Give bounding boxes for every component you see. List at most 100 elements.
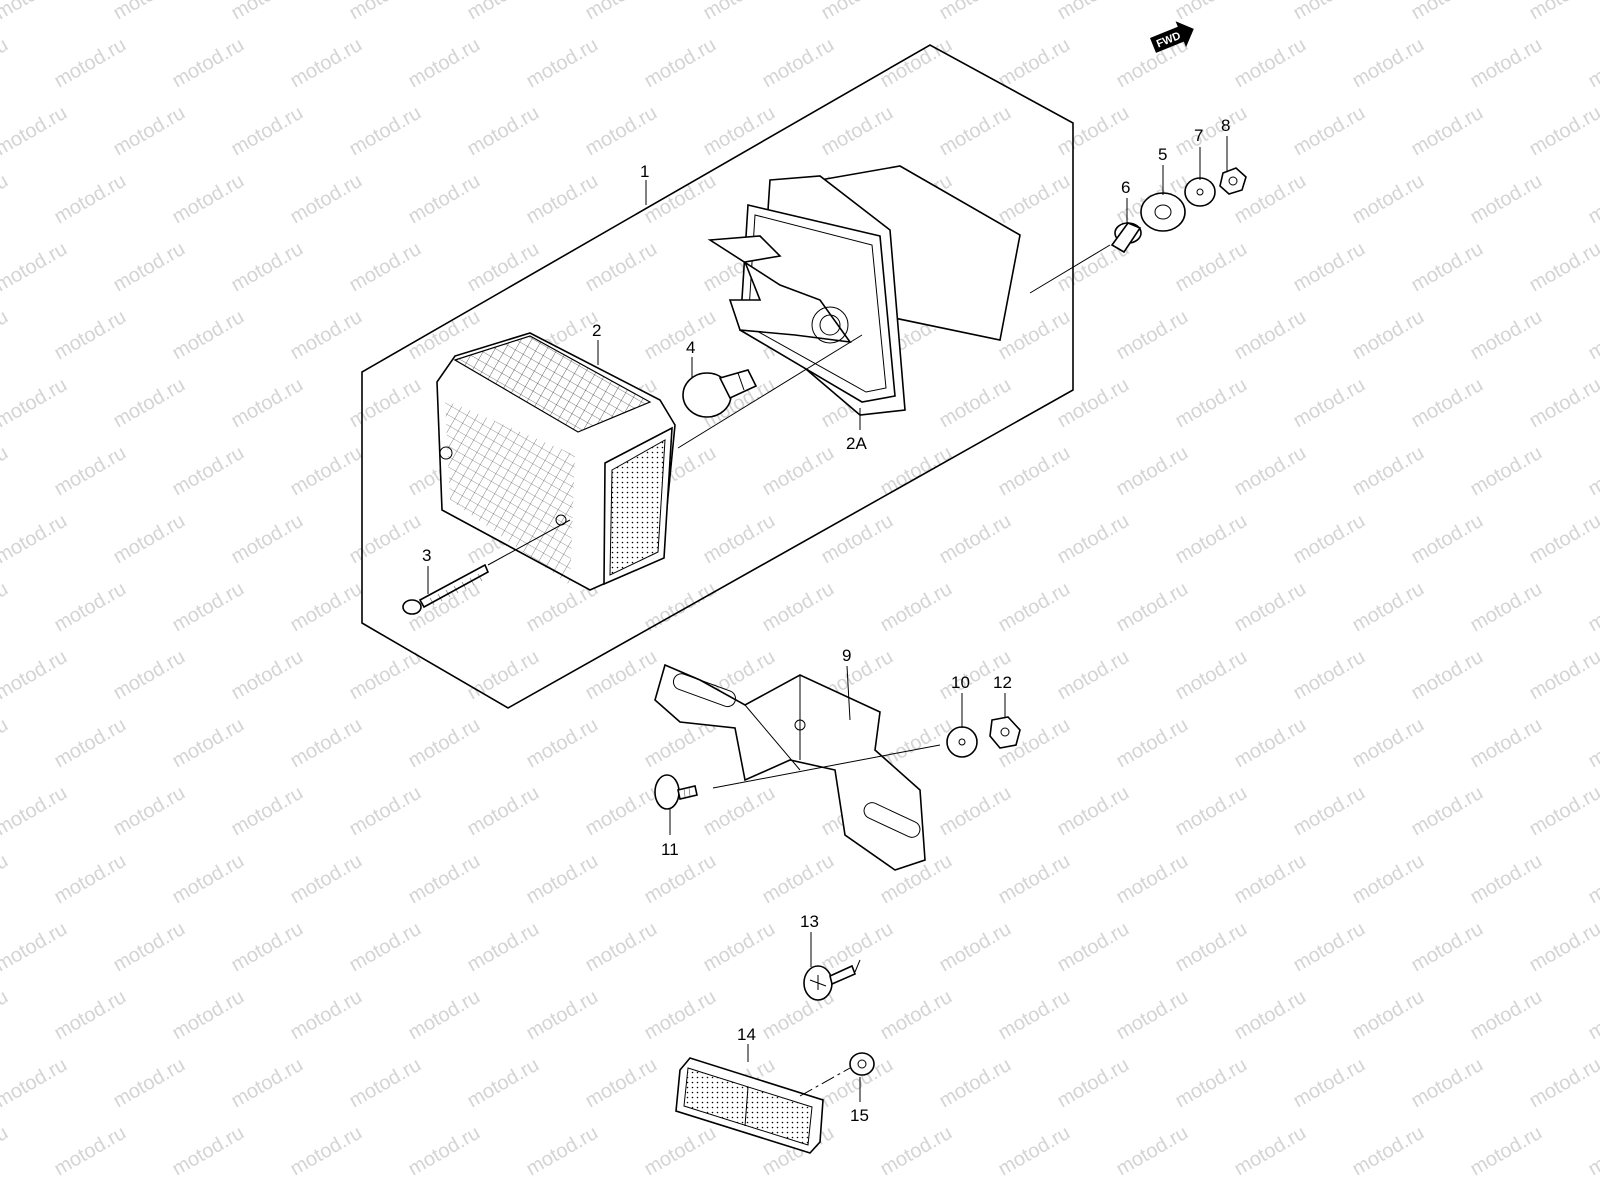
watermark-text: motod.ru xyxy=(1290,0,1369,24)
watermark-text: motod.ru xyxy=(1054,918,1133,977)
watermark-text: motod.ru xyxy=(1231,34,1310,93)
watermark-text: motod.ru xyxy=(0,374,71,433)
watermark-text: motod.ru xyxy=(1113,442,1192,501)
watermark-text: motod.ru xyxy=(0,1054,71,1113)
watermark-text: motod.ru xyxy=(877,986,956,1045)
assembly-lines xyxy=(487,244,1111,1097)
watermark-text: motod.ru xyxy=(110,102,189,161)
watermark-text: motod.ru xyxy=(1113,1122,1192,1181)
bracket-washer xyxy=(946,726,978,758)
watermark-text: motod.ru xyxy=(523,34,602,93)
watermark-text: motod.ru xyxy=(1585,714,1600,773)
callout-11: 11 xyxy=(661,840,679,859)
watermark-text: motod.ru xyxy=(1054,510,1133,569)
watermark-text: motod.ru xyxy=(0,1122,12,1181)
watermark-text: motod.ru xyxy=(582,238,661,297)
watermark-text: motod.ru xyxy=(1231,306,1310,365)
watermark-text: motod.ru xyxy=(1290,102,1369,161)
watermark-text: motod.ru xyxy=(995,578,1074,637)
watermark-text: motod.ru xyxy=(0,238,71,297)
watermark-text: motod.ru xyxy=(936,374,1015,433)
watermark-text: motod.ru xyxy=(1172,646,1251,705)
callout-9: 9 xyxy=(842,646,851,665)
watermark-text: motod.ru xyxy=(51,714,130,773)
reflector-screw xyxy=(803,964,857,1001)
watermark-text: motod.ru xyxy=(1172,510,1251,569)
callout-15: 15 xyxy=(850,1106,869,1125)
watermark-text: motod.ru xyxy=(700,0,779,24)
watermark-text: motod.ru xyxy=(1231,578,1310,637)
watermark-text: motod.ru xyxy=(1290,374,1369,433)
watermark-text: motod.ru xyxy=(641,986,720,1045)
watermark-text: motod.ru xyxy=(1408,1054,1487,1113)
watermark-text: motod.ru xyxy=(877,1122,956,1181)
watermark-text: motod.ru xyxy=(1408,0,1487,24)
watermark-text: motod.ru xyxy=(1172,918,1251,977)
callout-2: 2 xyxy=(592,321,601,340)
callout-8: 8 xyxy=(1221,116,1230,135)
watermark-text: motod.ru xyxy=(995,986,1074,1045)
watermark-text: motod.ru xyxy=(464,1054,543,1113)
watermark-text: motod.ru xyxy=(405,1122,484,1181)
watermark-text: motod.ru xyxy=(287,34,366,93)
nut xyxy=(1219,167,1247,195)
reflector-nut xyxy=(849,1052,875,1076)
watermark-text: motod.ru xyxy=(287,170,366,229)
watermark-text: motod.ru xyxy=(346,918,425,977)
watermark-text: motod.ru xyxy=(1054,102,1133,161)
watermark-text: motod.ru xyxy=(1467,306,1546,365)
watermark-text: motod.ru xyxy=(405,986,484,1045)
watermark-text: motod.ru xyxy=(1467,170,1546,229)
callout-2a: 2A xyxy=(846,434,867,453)
watermark-text: motod.ru xyxy=(582,918,661,977)
watermark-text: motod.ru xyxy=(1526,510,1600,569)
watermark-text: motod.ru xyxy=(346,0,425,24)
watermark-text: motod.ru xyxy=(1467,1122,1546,1181)
watermark-text: motod.ru xyxy=(759,578,838,637)
watermark-text: motod.ru xyxy=(169,34,248,93)
watermark-text: motod.ru xyxy=(51,1122,130,1181)
watermark-text: motod.ru xyxy=(110,238,189,297)
watermark-text: motod.ru xyxy=(0,34,12,93)
watermark-text: motod.ru xyxy=(1054,1054,1133,1113)
watermark-text: motod.ru xyxy=(0,578,12,637)
watermark-text: motod.ru xyxy=(523,986,602,1045)
watermark-text: motod.ru xyxy=(0,442,12,501)
watermark-text: motod.ru xyxy=(1526,238,1600,297)
watermark-text: motod.ru xyxy=(1113,578,1192,637)
callout-10: 10 xyxy=(951,673,970,692)
watermark-text: motod.ru xyxy=(1585,1122,1600,1181)
watermark-text: motod.ru xyxy=(995,306,1074,365)
watermark-text: motod.ru xyxy=(51,850,130,909)
watermark-text: motod.ru xyxy=(464,782,543,841)
watermark-text: motod.ru xyxy=(228,0,307,24)
watermark-text: motod.ru xyxy=(818,102,897,161)
watermark-text: motod.ru xyxy=(1585,34,1600,93)
watermark-text: motod.ru xyxy=(228,510,307,569)
watermark-text: motod.ru xyxy=(0,306,12,365)
watermark-text: motod.ru xyxy=(1526,1054,1600,1113)
cushion xyxy=(1140,192,1186,232)
watermark-text: motod.ru xyxy=(1585,170,1600,229)
watermark-text: motod.ru xyxy=(1172,238,1251,297)
callout-12: 12 xyxy=(993,673,1012,692)
watermark-text: motod.ru xyxy=(1290,918,1369,977)
watermark-text: motod.ru xyxy=(1467,442,1546,501)
watermark-text: motod.ru xyxy=(1231,986,1310,1045)
watermark-text: motod.ru xyxy=(641,850,720,909)
watermark-text: motod.ru xyxy=(1290,510,1369,569)
watermark-text: motod.ru xyxy=(169,850,248,909)
watermark-text: motod.ru xyxy=(0,986,12,1045)
watermark-text: motod.ru xyxy=(936,1054,1015,1113)
watermark-text: motod.ru xyxy=(582,102,661,161)
watermark-text: motod.ru xyxy=(287,714,366,773)
watermark-text: motod.ru xyxy=(169,442,248,501)
watermark-text: motod.ru xyxy=(228,782,307,841)
watermark-text: motod.ru xyxy=(1467,34,1546,93)
watermark-text: motod.ru xyxy=(1349,34,1428,93)
watermark-text: motod.ru xyxy=(464,0,543,24)
watermark-text: motod.ru xyxy=(228,374,307,433)
washer xyxy=(1184,177,1216,207)
watermark-text: motod.ru xyxy=(936,102,1015,161)
watermark-text: motod.ru xyxy=(1172,102,1251,161)
